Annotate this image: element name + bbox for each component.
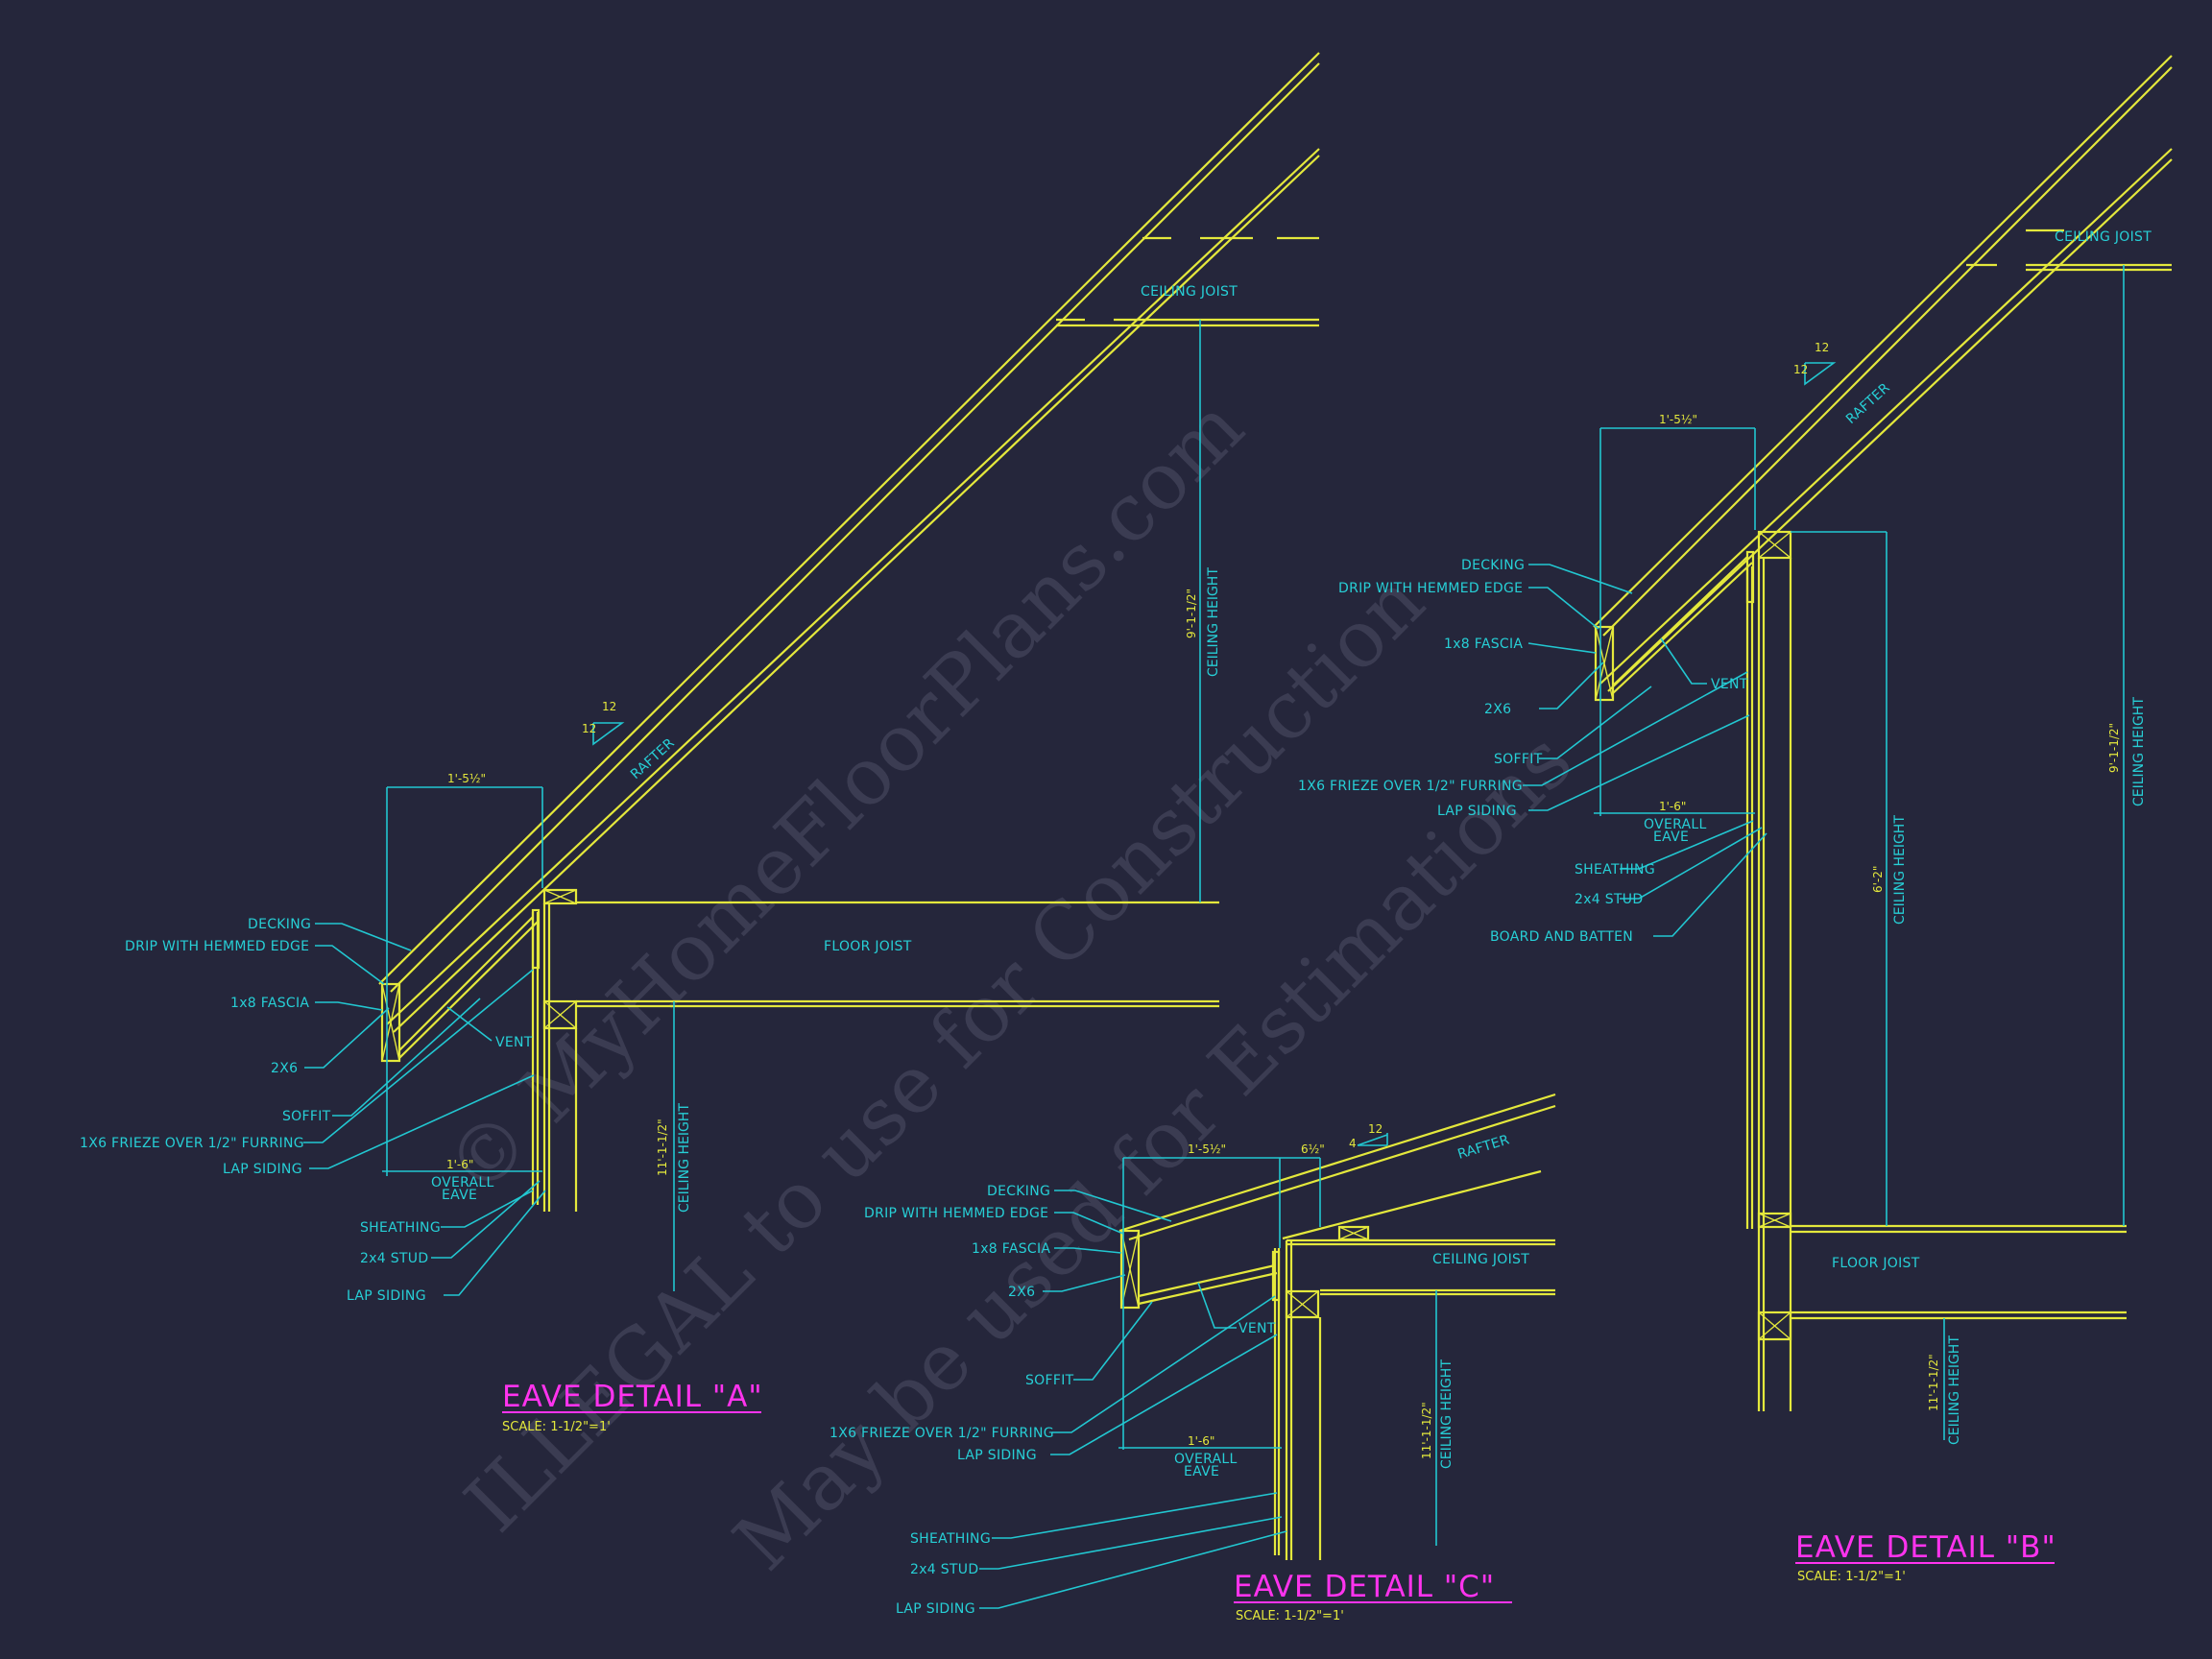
scale-detail-a: SCALE: 1-1/2"=1' [502,1420,611,1434]
stud-label-b: 2x4 STUD [1575,892,1643,907]
dim-top2-c: 6½" [1301,1142,1325,1156]
ceiling-joist-label-b: CEILING JOIST [2055,229,2152,245]
lap-siding-2-label-a: LAP SIDING [347,1288,426,1304]
dim-upper-lbl-a: CEILING HEIGHT [1206,567,1221,677]
dim-upper-h-b: 9'-1-1/2" [2107,723,2121,773]
pitch-rise-c: 12 [1368,1122,1382,1136]
vent-label-c: VENT [1238,1321,1276,1336]
lap-siding-label-a: LAP SIDING [223,1162,302,1177]
dim-eave-l2-c: EAVE [1184,1464,1219,1479]
dim-eave-l2-b: EAVE [1653,830,1689,845]
ceiling-joist-a [1056,318,1319,327]
decking-label-c: DECKING [987,1184,1050,1199]
soffit-label-a: SOFFIT [282,1109,331,1124]
eave-box-b [1594,550,1755,702]
ceiling-joist-label-a: CEILING JOIST [1141,284,1238,300]
drip-label-b: DRIP WITH HEMMED EDGE [1338,581,1523,596]
dimensions-a [382,320,1201,1291]
roof-rafter-c [1118,1093,1556,1241]
sheathing-label-b: SHEATHING [1575,862,1655,878]
lap-siding-2-label-c: LAP SIDING [896,1601,975,1617]
ceiling-joist-c [1286,1225,1555,1296]
eave-box-a [380,908,541,1063]
frieze-label-b: 1X6 FRIEZE OVER 1/2" FURRING [1298,779,1523,794]
dim-lower-h-c: 11'-1-1/2" [1420,1402,1433,1459]
lap-siding-label-c: LAP SIDING [957,1448,1037,1463]
dim-eave-val-b: 1'-6" [1659,800,1686,813]
two-by-six-label-a: 2X6 [271,1061,298,1076]
fascia-label-b: 1x8 FASCIA [1444,637,1523,652]
decking-label-a: DECKING [248,917,311,932]
title-detail-b: EAVE DETAIL "B" [1795,1530,2056,1565]
sheathing-label-c: SHEATHING [910,1531,991,1547]
sheathing-label-a: SHEATHING [360,1220,441,1236]
roof-rafter-a [378,52,1320,1033]
two-by-six-label-b: 2X6 [1484,702,1511,717]
two-by-six-label-c: 2X6 [1008,1285,1035,1300]
eave-detail-b: 12 12 RAFTER CEILING JOIST FLOOR JOIST 1… [1298,55,2173,1584]
leaders-b [1523,564,1767,937]
scale-detail-b: SCALE: 1-1/2"=1' [1797,1570,1906,1584]
title-detail-a: EAVE DETAIL "A" [502,1380,763,1414]
stud-label-c: 2x4 STUD [910,1562,978,1577]
dim-top-b: 1'-5½" [1659,413,1697,426]
leaders-a [303,923,546,1296]
roof-rafter-b [1593,55,2173,692]
soffit-label-c: SOFFIT [1025,1373,1074,1388]
pitch-run-c: 4 [1349,1137,1357,1150]
dimensions-b [1594,265,2125,1440]
dim-top-c: 1'-5½" [1188,1142,1226,1156]
stud-label-a: 2x4 STUD [360,1251,428,1266]
floor-joist-label-a: FLOOR JOIST [824,939,912,954]
rafter-label-c: RAFTER [1455,1132,1511,1163]
ceiling-joist-label-c: CEILING JOIST [1432,1252,1529,1267]
pitch-rise-a: 12 [602,700,616,713]
dim-eave-val-c: 1'-6" [1188,1434,1214,1448]
frieze-label-a: 1X6 FRIEZE OVER 1/2" FURRING [80,1136,304,1151]
dim-upper-h-a: 9'-1-1/2" [1185,589,1198,638]
frieze-label-c: 1X6 FRIEZE OVER 1/2" FURRING [830,1426,1054,1441]
dim-eave-l1-c: OVERALL [1174,1452,1238,1467]
dim-eave-l1-a: OVERALL [431,1175,494,1190]
dim-mid-lbl-b: CEILING HEIGHT [1892,815,1908,925]
dim-upper-lbl-b: CEILING HEIGHT [2131,697,2147,806]
dim-top-a: 1'-5½" [447,772,486,785]
dim-lower-h-b: 11'-1-1/2" [1927,1354,1940,1411]
eave-detail-a: 12 12 RAFTER CEILING JOIST FLOOR JOIST 1… [80,52,1320,1434]
scale-detail-c: SCALE: 1-1/2"=1' [1236,1609,1344,1623]
dim-lower-h-a: 11'-1-1/2" [656,1118,669,1176]
drip-label-a: DRIP WITH HEMMED EDGE [125,939,309,954]
dim-lower-lbl-b: CEILING HEIGHT [1947,1335,1962,1445]
eave-box-c [1119,1229,1281,1310]
fascia-label-a: 1x8 FASCIA [230,996,309,1011]
wall-framing-c [1273,1240,1322,1560]
dim-lower-lbl-c: CEILING HEIGHT [1439,1359,1455,1469]
leaders-c [979,1190,1287,1609]
wall-framing-a [531,888,1219,1212]
pitch-rise-b: 12 [1815,341,1829,354]
dim-eave-l2-a: EAVE [442,1188,477,1203]
pitch-run-a: 12 [582,722,596,735]
soffit-label-b: SOFFIT [1494,752,1543,767]
decking-label-b: DECKING [1461,558,1525,573]
dim-lower-lbl-a: CEILING HEIGHT [677,1103,692,1213]
dim-eave-val-a: 1'-6" [446,1158,473,1171]
dim-eave-l1-b: OVERALL [1644,817,1707,832]
board-batten-label-b: BOARD AND BATTEN [1490,929,1633,945]
drip-label-c: DRIP WITH HEMMED EDGE [864,1206,1048,1221]
floor-joist-label-b: FLOOR JOIST [1832,1256,1920,1271]
wall-framing-b [1745,530,2127,1411]
pitch-run-b: 12 [1793,363,1808,376]
title-detail-c: EAVE DETAIL "C" [1234,1570,1495,1604]
lap-siding-label-b: LAP SIDING [1437,804,1517,819]
vent-label-a: VENT [495,1035,533,1050]
vent-label-b: VENT [1711,677,1748,692]
fascia-label-c: 1x8 FASCIA [972,1241,1050,1257]
dim-mid-h-b: 6'-2" [1871,866,1885,893]
